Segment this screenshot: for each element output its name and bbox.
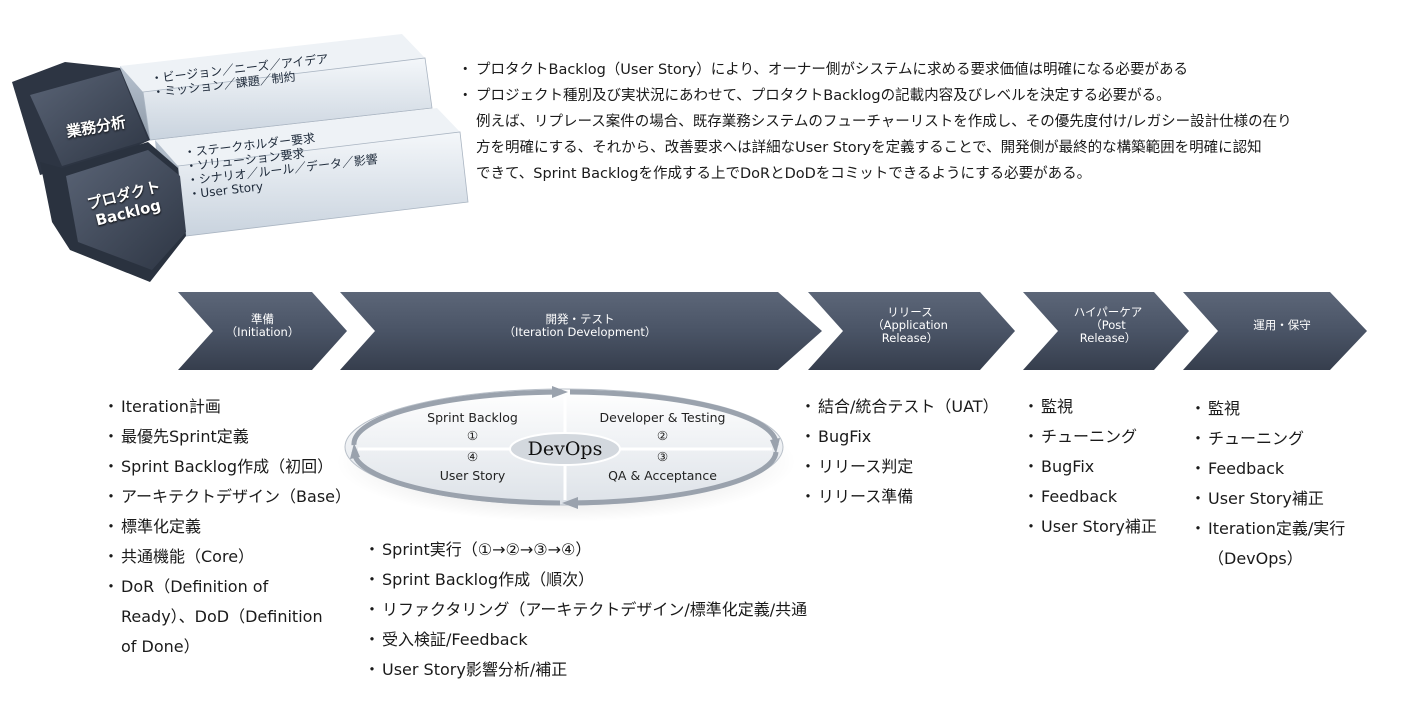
chevron-product (40, 142, 186, 282)
phase-label-development: 開発・テスト （Iteration Development） (503, 312, 657, 339)
list-item: 結合/統合テスト（UAT） (800, 392, 999, 422)
list-item: Sprint実行（①→②→③→④） (364, 535, 807, 565)
list-item-continued: （DevOps） (1208, 549, 1303, 568)
list-item-continued: of Done） (121, 637, 200, 656)
list-item: Sprint Backlog作成（初回） (103, 452, 351, 482)
list-item: リリース準備 (800, 482, 999, 512)
devops-q2-num: ② (656, 428, 669, 443)
description-line: 例えば、リプレース案件の場合、既存業務システムのフューチャーリストを作成し、その… (476, 114, 1292, 130)
phase-arrow-development (340, 292, 822, 370)
list-item: チューニング (1190, 424, 1345, 454)
list-item: User Story補正 (1190, 484, 1345, 514)
list-item: Feedback (1190, 454, 1345, 484)
list-item: User Story影響分析/補正 (364, 655, 807, 685)
block-gyomu (120, 34, 433, 141)
column-initiation: Iteration計画 最優先Sprint定義 Sprint Backlog作成… (103, 392, 351, 662)
description-bullet: プロジェクト種別及び実状況にあわせて、プロタクトBacklogの記載内容及びレベ… (458, 83, 1390, 109)
list-item: Feedback (1023, 482, 1157, 512)
phase-label-initiation: 準備 （Initiation） (225, 312, 300, 339)
list-item: DoR（Definition of (103, 572, 351, 602)
list-item: 受入検証/Feedback (364, 625, 807, 655)
phase-arrow-hypercare (1023, 292, 1189, 370)
column-development: Sprint実行（①→②→③→④） Sprint Backlog作成（順次） リ… (364, 535, 807, 685)
list-item: Iteration定義/実行 (1190, 514, 1345, 544)
phase-arrow-operation (1183, 292, 1367, 370)
list-item: リファクタリング（アーキテクトデザイン/標準化定義/共通 (364, 595, 807, 625)
description: プロタクトBacklog（User Story）により、オーナー側がシステムに求… (458, 57, 1390, 187)
phase-arrows (178, 292, 1367, 370)
column-operation: 監視 チューニング Feedback User Story補正 Iteratio… (1190, 394, 1345, 574)
devops-q4-title: User Story (439, 468, 506, 483)
description-line: 方を明確にする、それから、改善要求へは詳細なUser Storyを定義することで… (476, 140, 1262, 156)
description-line: できて、Sprint Backlogを作成する上でDoRとDoDをコミットできる… (476, 166, 1092, 182)
devops-q3-title: QA & Acceptance (608, 468, 717, 483)
chevron-gyomu (12, 62, 150, 175)
column-release: 結合/統合テスト（UAT） BugFix リリース判定 リリース準備 (800, 392, 999, 512)
phase-label-hypercare: ハイパーケア （Post Release） (1073, 305, 1143, 345)
list-item: 共通機能（Core） (103, 542, 351, 572)
column-hypercare: 監視 チューニング BugFix Feedback User Story補正 (1023, 392, 1157, 542)
devops-q2-title: Developer & Testing (599, 410, 726, 425)
list-item: 標準化定義 (103, 512, 351, 542)
phase-arrow-initiation (178, 292, 347, 370)
list-item: User Story補正 (1023, 512, 1157, 542)
devops-q4-num: ④ (466, 449, 479, 464)
list-item: 最優先Sprint定義 (103, 422, 351, 452)
list-item: リリース判定 (800, 452, 999, 482)
devops-q1-num: ① (466, 428, 479, 443)
devops-center-label: DevOps (527, 438, 603, 460)
list-item: アーキテクトデザイン（Base） (103, 482, 351, 512)
phase-label-operation: 運用・保守 (1253, 318, 1311, 332)
devops-q3-num: ③ (656, 449, 669, 464)
devops-cycle (336, 386, 796, 522)
description-bullet: プロタクトBacklog（User Story）により、オーナー側がシステムに求… (458, 57, 1390, 83)
list-item: BugFix (1023, 452, 1157, 482)
list-item: Iteration計画 (103, 392, 351, 422)
phase-arrow-release (808, 292, 1015, 370)
devops-q1-title: Sprint Backlog (427, 410, 518, 425)
list-item: 監視 (1023, 392, 1157, 422)
list-item: 監視 (1190, 394, 1345, 424)
list-item-continued: Ready）、DoD（Definition (121, 607, 323, 626)
list-item: Sprint Backlog作成（順次） (364, 565, 807, 595)
list-item: BugFix (800, 422, 999, 452)
phase-label-release: リリース （Application Release） (872, 305, 948, 345)
list-item: チューニング (1023, 422, 1157, 452)
